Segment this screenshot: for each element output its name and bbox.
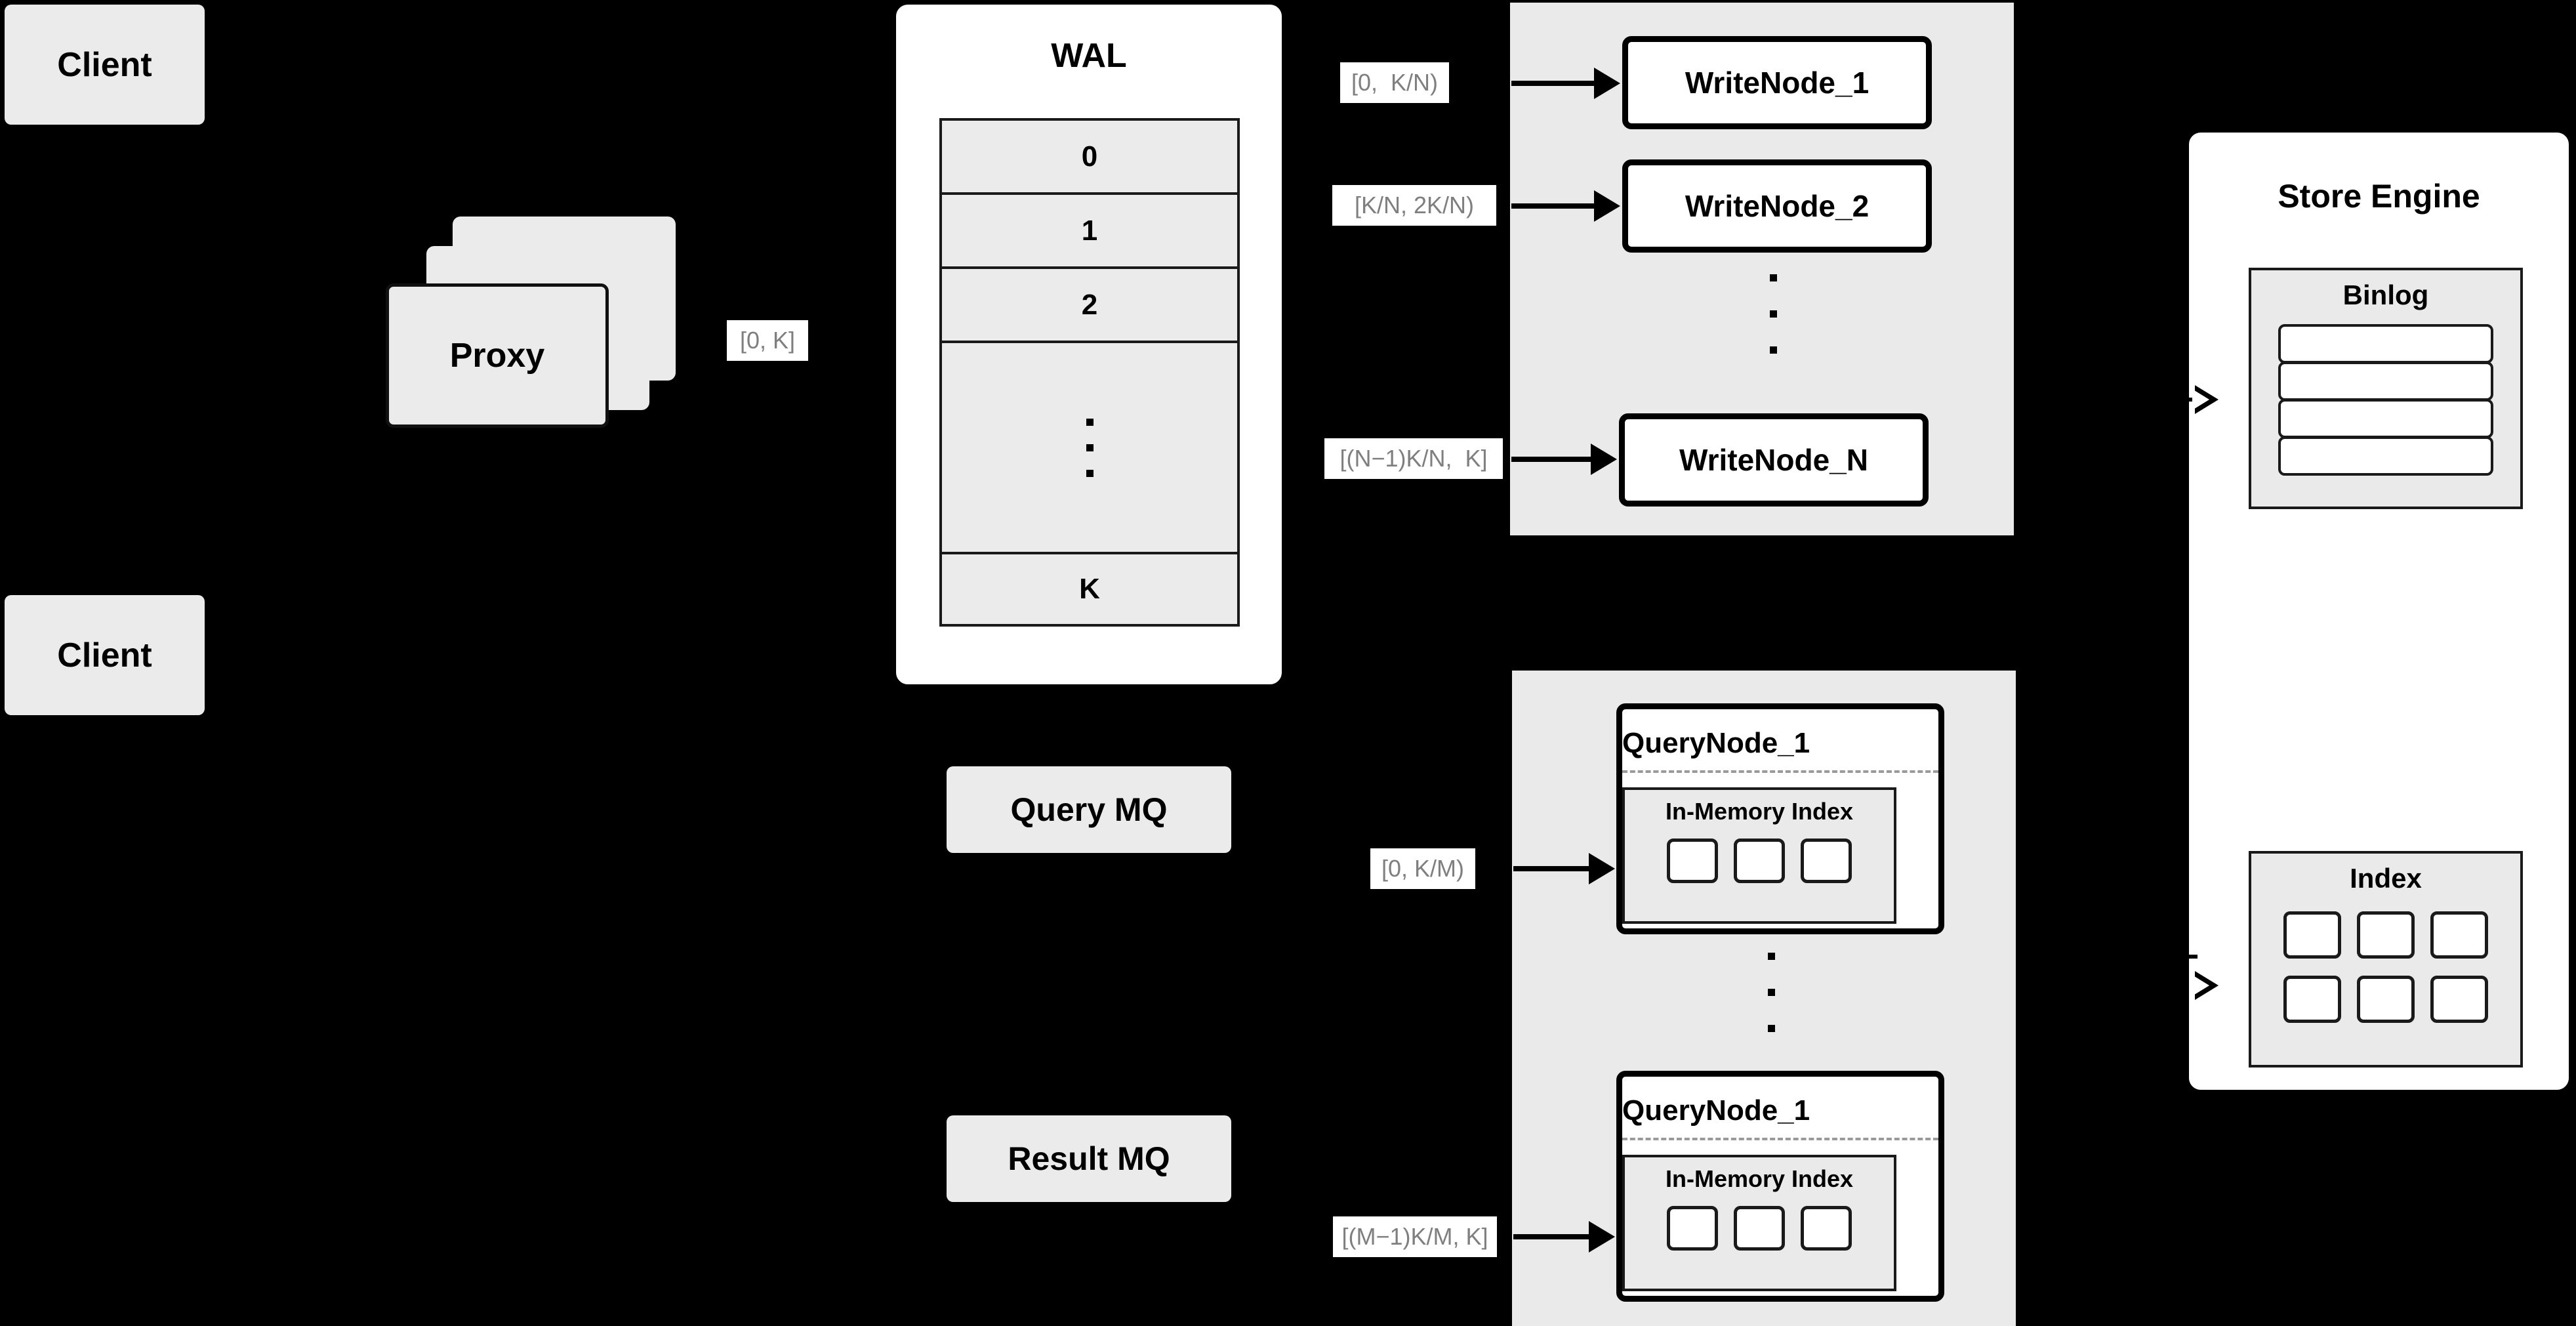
result-mq-node[interactable]: Result MQ	[947, 1115, 1231, 1202]
write-node-1-range-label: [0, K/N)	[1340, 62, 1449, 103]
query-node-m-arrow-head-icon	[1589, 1221, 1615, 1253]
query-node-m-range-text: [(M−1)K/M, K]	[1341, 1223, 1488, 1250]
query-mq-label: Query MQ	[1010, 791, 1168, 828]
wal-entry-table: 0 1 2 K	[939, 118, 1240, 627]
query-node-m-label: QueryNode_1	[1622, 1094, 1810, 1127]
binlog-entry-1	[2278, 324, 2493, 363]
query-node-m-index-label: In-Memory Index	[1665, 1165, 1854, 1192]
store-engine-title: Store Engine	[2186, 177, 2571, 215]
wal-title: WAL	[893, 36, 1284, 75]
binlog-panel: Binlog	[2249, 268, 2523, 509]
query-node-m-index-chip-2	[1734, 1206, 1785, 1251]
query-node-1-index-chip-3	[1801, 839, 1852, 883]
write-node-2-range-text: [K/N, 2K/N)	[1354, 192, 1475, 218]
query-mq-node[interactable]: Query MQ	[947, 766, 1231, 853]
write-node-n-range-label: [(N−1)K/N, K]	[1324, 438, 1503, 479]
wal-row-2-label: 2	[1081, 288, 1098, 321]
query-node-1-separator	[1622, 770, 1938, 773]
write-node-n[interactable]: WriteNode_N	[1619, 413, 1929, 507]
query-node-m[interactable]: QueryNode_1 In-Memory Index	[1616, 1071, 1944, 1302]
query-node-1-index-label: In-Memory Index	[1665, 798, 1854, 825]
wal-row-1: 1	[942, 195, 1237, 270]
binlog-entry-4	[2278, 436, 2493, 476]
query-node-1-arrow-line	[1513, 866, 1595, 871]
binlog-entry-2	[2278, 362, 2493, 401]
index-chip-6	[2430, 976, 2488, 1023]
write-node-1-range-text: [0, K/N)	[1351, 69, 1439, 96]
wal-row-k: K	[942, 554, 1237, 624]
index-chip-3	[2430, 911, 2488, 959]
wal-vertical-ellipsis-icon	[1086, 418, 1094, 477]
write-node-1[interactable]: WriteNode_1	[1622, 36, 1932, 129]
query-node-1-arrow-head-icon	[1589, 853, 1615, 884]
query-node-1-range-label: [0, K/M)	[1370, 848, 1475, 889]
index-chip-2	[2357, 911, 2415, 959]
query-node-1[interactable]: QueryNode_1 In-Memory Index	[1616, 703, 1944, 934]
wal-row-0-label: 0	[1081, 140, 1098, 173]
proxy-range-label: [0, K]	[727, 320, 808, 361]
wal-row-0: 0	[942, 121, 1237, 196]
binlog-entry-3	[2278, 399, 2493, 438]
proxy-node[interactable]: Proxy	[386, 283, 609, 428]
query-node-m-in-memory-index: In-Memory Index	[1622, 1155, 1896, 1291]
store-engine-binlog-arrow-line	[2165, 398, 2198, 402]
write-node-n-label: WriteNode_N	[1679, 443, 1868, 477]
client-node-2[interactable]: Client	[5, 595, 205, 715]
write-node-n-arrow-head-icon	[1591, 444, 1617, 475]
write-node-2-range-label: [K/N, 2K/N)	[1332, 185, 1496, 226]
write-node-2-label: WriteNode_2	[1685, 189, 1870, 223]
query-node-1-range-text: [0, K/M)	[1381, 855, 1465, 882]
index-chip-1	[2283, 911, 2341, 959]
index-chip-5	[2357, 976, 2415, 1023]
write-node-1-label: WriteNode_1	[1685, 66, 1870, 100]
store-engine-binlog-arrow-head-icon	[2192, 385, 2218, 414]
store-engine-title-text: Store Engine	[2278, 178, 2480, 215]
wal-title-text: WAL	[1051, 37, 1127, 75]
write-node-vertical-ellipsis-icon	[1767, 274, 1780, 354]
store-engine-index-arrow-head-icon	[2192, 971, 2218, 1000]
write-node-n-arrow-line	[1511, 457, 1597, 462]
proxy-range-text: [0, K]	[739, 327, 796, 354]
write-node-2-arrow-line	[1511, 203, 1600, 209]
query-node-1-index-chip-1	[1667, 839, 1718, 883]
query-node-1-label: QueryNode_1	[1622, 727, 1810, 759]
store-engine-index-arrow-line	[2165, 955, 2198, 959]
index-panel: Index	[2249, 851, 2523, 1067]
write-node-1-arrow-line	[1511, 81, 1600, 86]
wal-row-2: 2	[942, 269, 1237, 344]
write-node-1-arrow-head-icon	[1594, 68, 1620, 99]
binlog-title: Binlog	[2342, 280, 2429, 310]
query-node-m-separator	[1622, 1138, 1938, 1140]
proxy-label: Proxy	[449, 337, 545, 375]
query-node-m-arrow-line	[1513, 1234, 1595, 1239]
wal-row-1-label: 1	[1081, 214, 1098, 247]
client-node-1-label: Client	[57, 45, 152, 84]
write-node-2[interactable]: WriteNode_2	[1622, 159, 1932, 253]
wal-row-k-label: K	[1079, 572, 1100, 605]
client-node-1[interactable]: Client	[5, 5, 205, 125]
write-node-n-range-text: [(N−1)K/N, K]	[1339, 445, 1488, 472]
query-node-1-index-chip-2	[1734, 839, 1785, 883]
index-title: Index	[2350, 863, 2422, 894]
query-node-m-index-chip-3	[1801, 1206, 1852, 1251]
query-node-m-index-chip-1	[1667, 1206, 1718, 1251]
index-chip-4	[2283, 976, 2341, 1023]
write-node-2-arrow-head-icon	[1594, 190, 1620, 222]
query-node-m-range-label: [(M−1)K/M, K]	[1333, 1216, 1497, 1257]
result-mq-label: Result MQ	[1008, 1140, 1170, 1177]
wal-row-ellipsis	[942, 343, 1237, 554]
query-node-vertical-ellipsis-icon	[1765, 953, 1778, 1032]
query-node-1-in-memory-index: In-Memory Index	[1622, 787, 1896, 924]
client-node-2-label: Client	[57, 636, 152, 674]
